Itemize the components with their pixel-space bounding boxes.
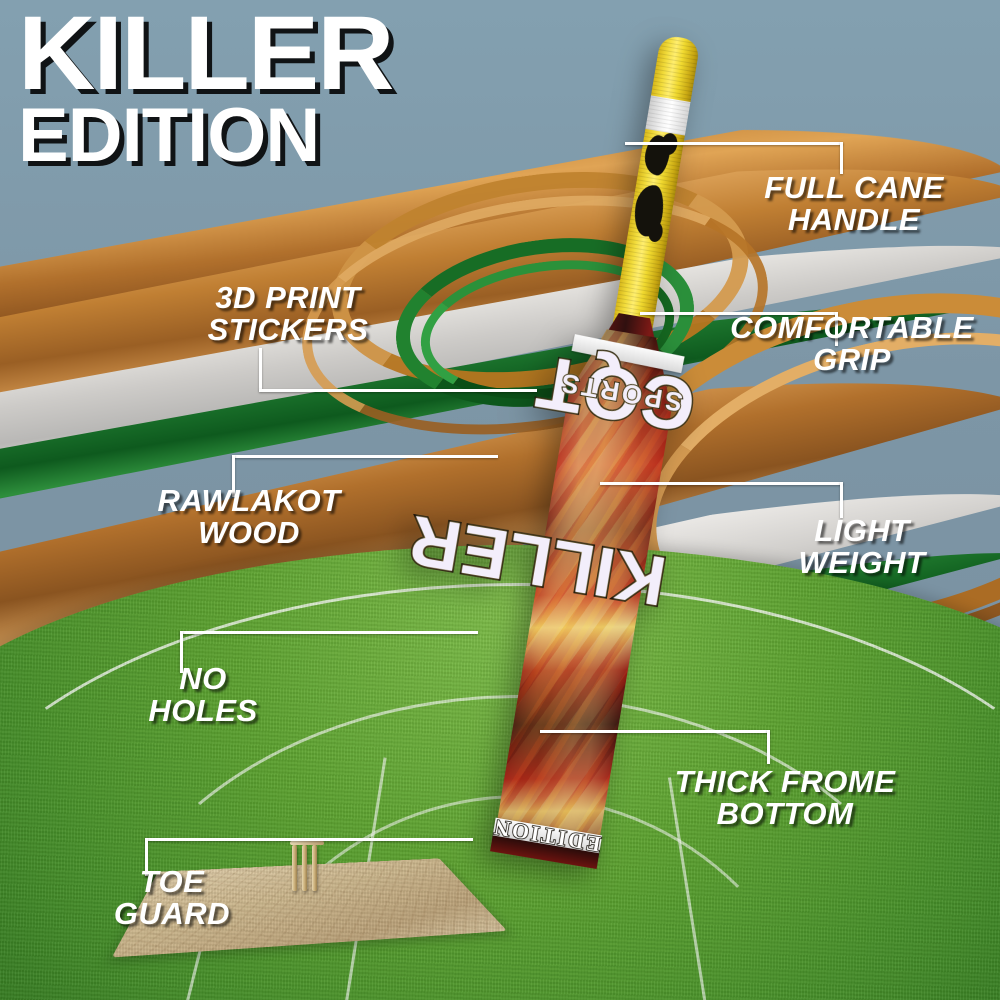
leader-segment-horizontal	[145, 838, 473, 841]
callout-line-2: WEIGHT	[798, 544, 926, 580]
stump-bails	[290, 841, 324, 845]
leader-segment-horizontal	[600, 482, 843, 485]
leader-segment-vertical	[840, 482, 843, 518]
stump	[292, 845, 297, 891]
leader-full-cane-handle	[625, 142, 845, 176]
leader-segment-vertical	[145, 838, 148, 876]
callout-line-2: HANDLE	[787, 201, 921, 237]
leader-comfortable-grip	[640, 312, 840, 348]
callout-line-1: THICK FROME	[674, 764, 896, 799]
leader-segment-vertical	[232, 455, 235, 497]
leader-thick-frome-bottom	[540, 730, 772, 766]
cricket-field	[0, 545, 1000, 1000]
leader-light-weight	[600, 482, 845, 520]
leader-segment-horizontal	[625, 142, 843, 145]
leader-segment-horizontal	[540, 730, 770, 733]
leader-segment-vertical	[835, 312, 838, 346]
callout-thick-frome-bottom: THICK FROME BOTTOM	[660, 766, 910, 829]
callout-comfortable-grip: COMFORTABLE GRIP	[716, 312, 988, 375]
leader-segment-vertical	[767, 730, 770, 764]
callout-line-1: FULL CANE	[764, 170, 944, 205]
callout-3d-print-stickers: 3D PRINT STICKERS	[188, 282, 388, 345]
callout-line-2: WOOD	[198, 514, 300, 550]
callout-line-2: BOTTOM	[716, 795, 854, 831]
leader-segment-horizontal	[640, 312, 838, 315]
callout-line-1: RAWLAKOT	[157, 483, 341, 518]
headline-line-2: EDITION	[18, 93, 320, 179]
callout-line-1: NO	[179, 661, 227, 696]
leader-segment-vertical	[259, 348, 262, 390]
leader-segment-vertical	[180, 631, 183, 673]
callout-line-2: GUARD	[113, 895, 231, 931]
leader-toe-guard	[145, 838, 475, 878]
callout-no-holes: NO HOLES	[132, 663, 274, 726]
callout-rawlakot-wood: RAWLAKOT WOOD	[140, 485, 358, 548]
leader-segment-horizontal	[232, 455, 498, 458]
bat-handle	[611, 34, 701, 337]
leader-segment-horizontal	[180, 631, 478, 634]
callout-line-1: COMFORTABLE	[730, 310, 974, 345]
grip-white-band	[645, 95, 691, 136]
leader-3d-print-stickers	[259, 348, 539, 392]
headline-line-1: KILLER	[18, 0, 395, 112]
leader-no-holes	[180, 631, 480, 675]
callout-line-1: LIGHT	[814, 513, 910, 548]
stump	[302, 845, 307, 891]
callout-toe-guard: TOE GUARD	[92, 866, 252, 929]
cricket-stumps-secondary	[290, 841, 326, 893]
field-line-1	[316, 757, 387, 1000]
callout-line-2: HOLES	[148, 692, 258, 728]
callout-line-2: GRIP	[813, 341, 891, 377]
callout-line-2: STICKERS	[207, 311, 369, 347]
callout-line-1: 3D PRINT	[215, 280, 361, 315]
callout-full-cane-handle: FULL CANE HANDLE	[748, 172, 960, 235]
leader-segment-horizontal	[259, 389, 537, 392]
stump	[312, 845, 317, 891]
callout-line-1: TOE	[139, 864, 205, 899]
page-title: KILLER EDITION	[18, 1, 395, 179]
leader-segment-vertical	[840, 142, 843, 174]
bat-grip	[611, 34, 701, 337]
callout-light-weight: LIGHT WEIGHT	[768, 515, 956, 578]
leader-rawlakot-wood	[232, 455, 500, 499]
